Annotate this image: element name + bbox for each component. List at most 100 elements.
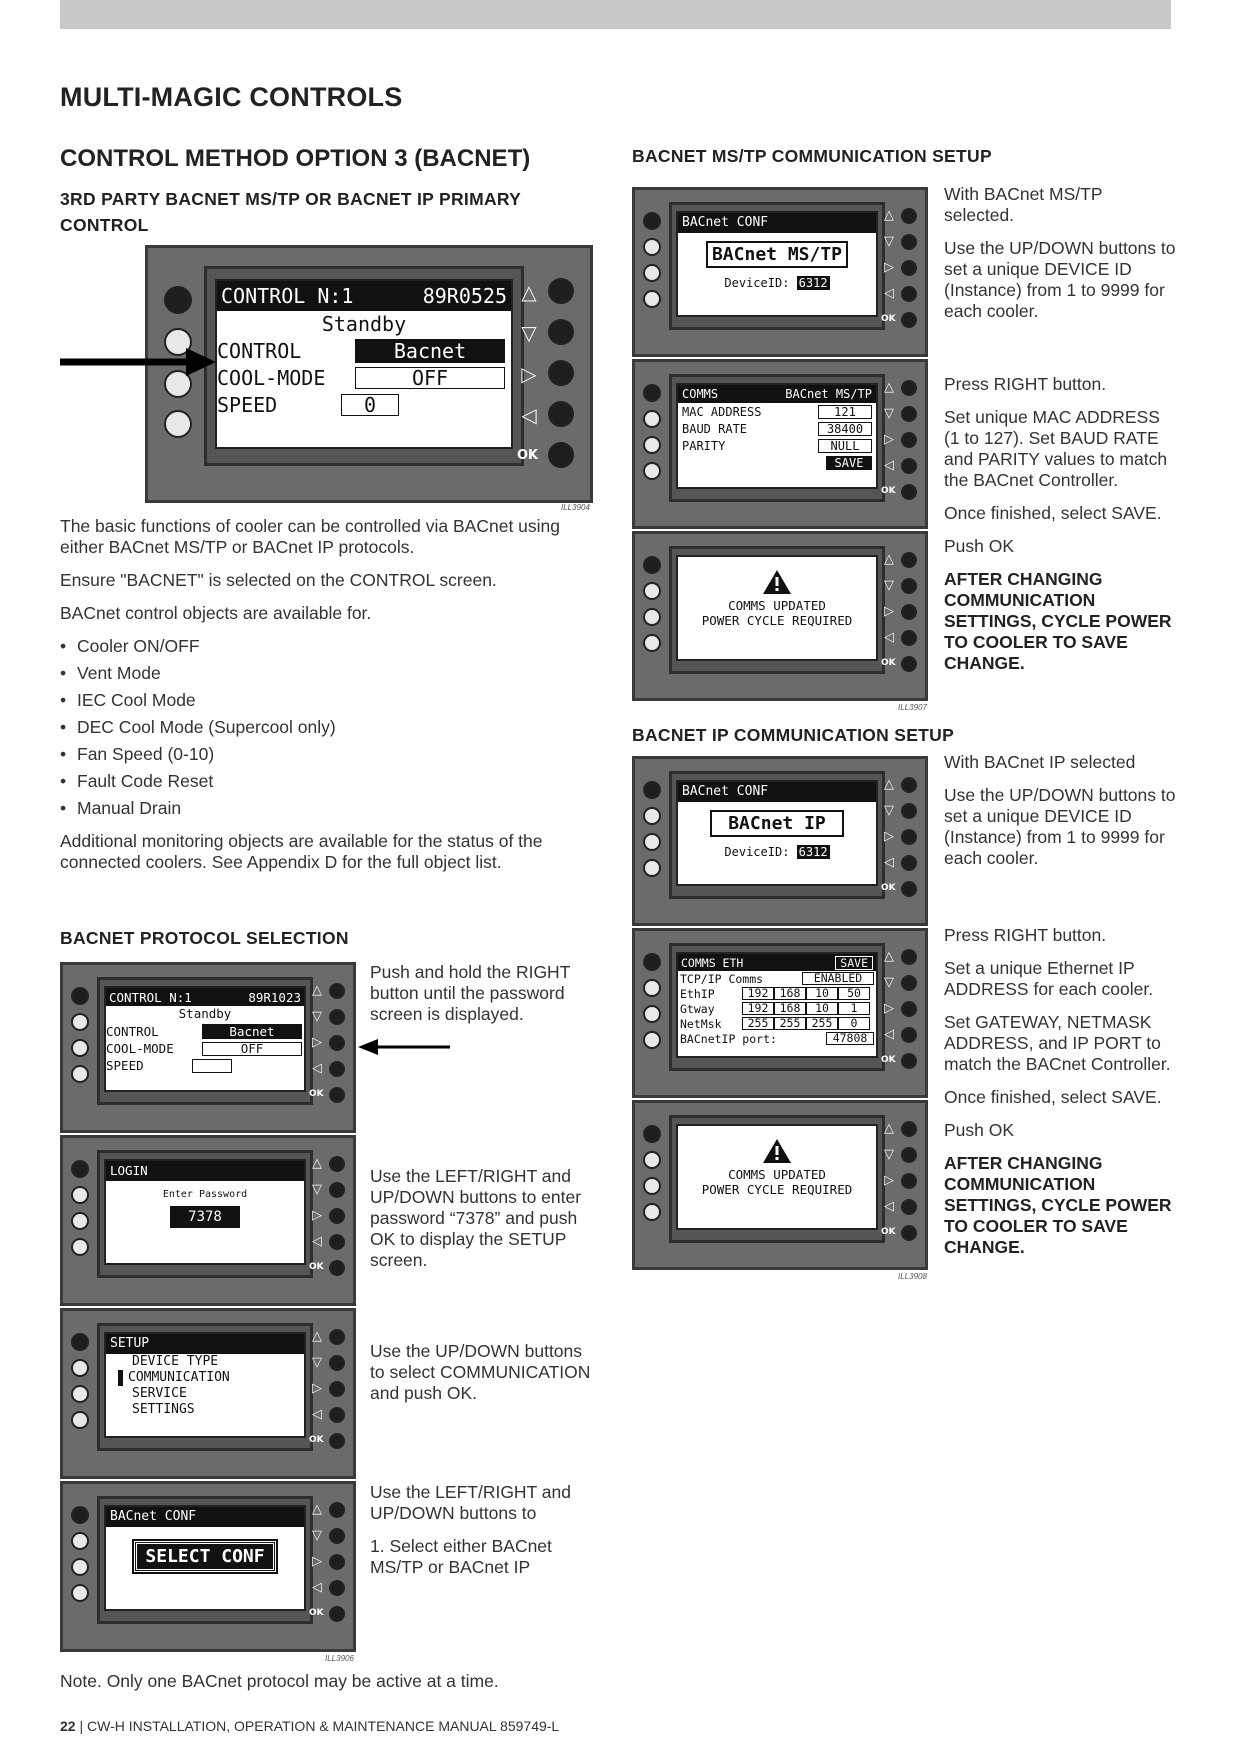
controller-button [71,1212,89,1230]
up-arrow-icon: △ [521,280,537,304]
controller-button [643,436,661,454]
screen-serial: 89R1023 [248,989,301,1005]
updated-line-2: POWER CYCLE REQUIRED [701,613,853,628]
paragraph: Use the UP/DOWN buttons to set a unique … [944,785,1176,868]
controller-button [643,1125,661,1143]
right-arrow-icon: ▷ [312,1381,322,1396]
controller-button [901,1001,917,1017]
row-label: SPEED [106,1058,144,1073]
controller-button [71,1013,89,1031]
row-label: CONTROL [106,1024,159,1039]
up-arrow-icon: △ [312,1502,322,1517]
up-arrow-icon: △ [312,1329,322,1344]
controller-button [329,1329,345,1345]
down-arrow-icon: ▽ [884,975,894,990]
row-label: EthIP [680,986,715,1001]
down-arrow-icon: ▽ [884,578,894,593]
controller-button [71,1186,89,1204]
screen-title: CONTROL N:1 [221,284,354,308]
screen-status: Standby [321,312,407,336]
controller-button [164,286,192,314]
device-id-value: 6312 [796,276,830,290]
controller-button [329,1433,345,1449]
controller-button [901,432,917,448]
controller-button [71,1558,89,1576]
list-item: Vent Mode [60,663,600,684]
warning-text: AFTER CHANGING COMMUNICATION SETTINGS, C… [944,569,1172,673]
ok-label: OK [881,658,896,668]
ok-label: OK [881,1055,896,1065]
ok-label: OK [881,883,896,893]
down-arrow-icon: ▽ [312,1009,322,1024]
left-arrow-icon: ◁ [312,1580,322,1595]
screen-bezel: COMMS UPDATED POWER CYCLE REQUIRED [669,546,885,674]
controller-button [643,1177,661,1195]
up-arrow-icon: △ [312,983,322,998]
controller-button [329,1260,345,1276]
updated-screen: COMMS UPDATED POWER CYCLE REQUIRED [676,555,878,661]
setup-screen: SETUP DEVICE TYPE COMMUNICATION SERVICE … [104,1332,306,1438]
down-arrow-icon: ▽ [312,1182,322,1197]
screen-bezel: BACnet CONF SELECT CONF [97,1496,313,1624]
mstp-heading: BACNET MS/TP COMMUNICATION SETUP [632,146,992,166]
mstp-instructions-1: With BACnet MS/TP selected. Use the UP/D… [944,184,1176,334]
paragraph: Ensure "BACNET" is selected on the CONTR… [60,570,497,590]
ok-label: OK [517,448,539,463]
controller-button [901,1225,917,1241]
row-label: BAUD RATE [682,421,748,436]
controller-button [643,556,661,574]
password-value: 7378 [170,1206,240,1228]
controller-button [71,1411,89,1429]
left-arrow-icon: ◁ [521,403,537,427]
list-item: DEC Cool Mode (Supercool only) [60,717,600,738]
controller-figure-ip: BACnet CONF BACnet IP DeviceID: 6312 △ ▽… [632,756,928,926]
mstp-instructions-2: Press RIGHT button. Set unique MAC ADDRE… [944,374,1176,686]
row-value: OFF [202,1041,302,1056]
baud-rate-value: 38400 [818,421,872,436]
row-label: COOL-MODE [106,1041,174,1056]
left-arrow-icon: ◁ [312,1061,322,1076]
setup-item: DEVICE TYPE [132,1354,219,1369]
paragraph: The basic functions of cooler can be con… [60,516,561,557]
left-arrow-icon: ◁ [884,630,894,645]
controller-button [901,1173,917,1189]
selconf-value: SELECT CONF [132,1539,278,1574]
controller-button [643,781,661,799]
pointer-arrow-icon [358,1039,450,1055]
protocol-value: BACnet MS/TP [705,241,849,268]
ok-label: OK [881,1227,896,1237]
controller-button [329,1208,345,1224]
row-label: TCP/IP Comms [680,971,764,986]
up-arrow-icon: △ [884,949,894,964]
screen-bezel: BACnet CONF BACnet MS/TP DeviceID: 6312 [669,202,885,330]
gateway-octet: 1 [838,1002,870,1015]
controller-figure-selconf: BACnet CONF SELECT CONF △ ▽ ▷ ◁ OK [60,1481,356,1652]
controller-button [901,1027,917,1043]
left-arrow-icon: ◁ [312,1407,322,1422]
row-value: Bacnet [202,1024,302,1039]
controller-button [71,1584,89,1602]
page-title: MULTI-MAGIC CONTROLS [60,82,403,112]
ok-label: OK [881,486,896,496]
updated-line-1: COMMS UPDATED [728,1167,826,1182]
right-arrow-icon: ▷ [312,1035,322,1050]
up-arrow-icon: △ [884,208,894,223]
screen-title: CONTROL N:1 [109,989,192,1005]
controller-button [643,833,661,851]
controller-button [901,208,917,224]
controller-button [901,881,917,897]
controller-figure-ip-updated: COMMS UPDATED POWER CYCLE REQUIRED △ ▽ ▷… [632,1100,928,1270]
pointer-arrow-icon [60,348,216,376]
right-arrow-icon: ▷ [884,829,894,844]
right-arrow-icon: ▷ [884,1001,894,1016]
controller-button [901,312,917,328]
list-item: IEC Cool Mode [60,690,600,711]
gateway-octet: 192 [742,1002,774,1015]
controller-button [329,1182,345,1198]
ip-octet: 50 [838,987,870,1000]
controller-figure-setup: SETUP DEVICE TYPE COMMUNICATION SERVICE … [60,1308,356,1479]
controller-button [548,278,574,304]
